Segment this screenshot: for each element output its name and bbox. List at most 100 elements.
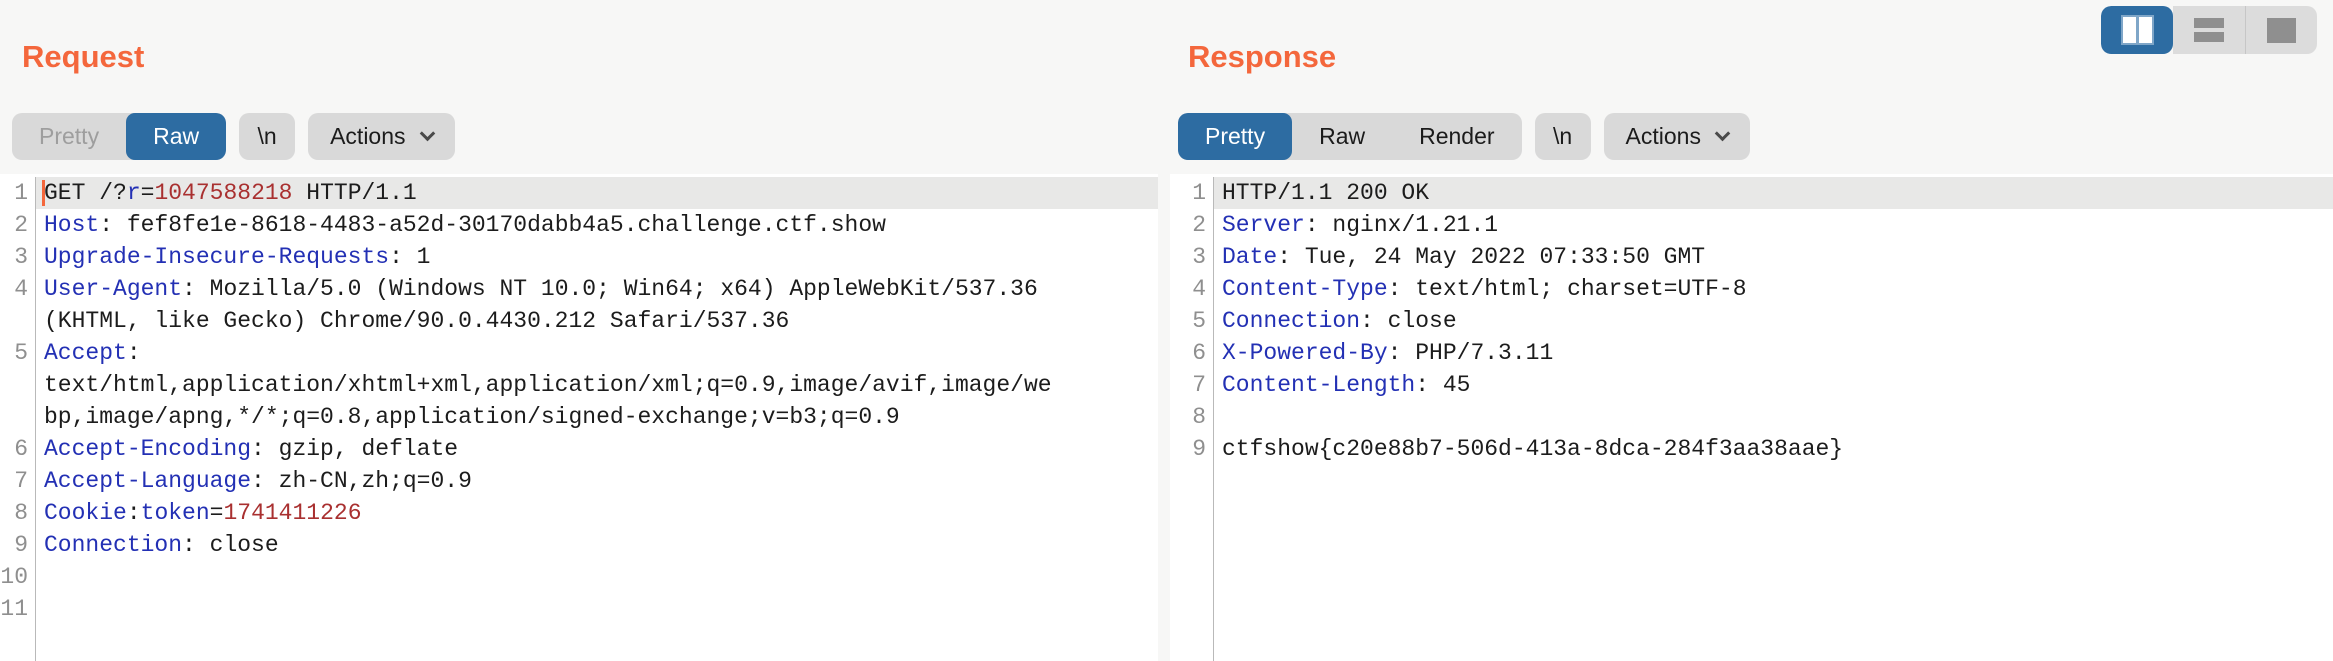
code-segment-value: 1741411226 — [223, 500, 362, 526]
layout-rows-button[interactable] — [2173, 6, 2245, 54]
editor-line[interactable]: ctfshow{c20e88b7-506d-413a-8dca-284f3aa3… — [1214, 433, 2333, 465]
code-segment-header: Date — [1222, 244, 1278, 270]
code-segment-text: : Tue, 24 May 2022 07:33:50 GMT — [1277, 244, 1706, 270]
code-segment-header: User-Agent — [44, 276, 183, 302]
request-newline-toggle-button[interactable]: \n — [239, 113, 296, 160]
line-number: 8 — [1192, 404, 1206, 430]
editor-line[interactable]: text/html,application/xhtml+xml,applicat… — [36, 369, 1158, 401]
code-segment-header: Server — [1222, 212, 1305, 238]
editor-line[interactable]: Accept-Encoding: gzip, deflate — [36, 433, 1158, 465]
editor-line[interactable]: (KHTML, like Gecko) Chrome/90.0.4430.212… — [36, 305, 1158, 337]
line-number: 8 — [14, 500, 28, 526]
code-segment-header: Upgrade-Insecure-Requests — [44, 244, 390, 270]
request-actions-button[interactable]: Actions — [308, 113, 455, 160]
line-number: 3 — [1192, 244, 1206, 270]
code-segment-header: Accept-Language — [44, 468, 252, 494]
code-segment-text: : close — [182, 532, 279, 558]
editor-line[interactable]: Connection: close — [36, 529, 1158, 561]
editor-line[interactable]: Content-Type: text/html; charset=UTF-8 — [1214, 273, 2333, 305]
line-number: 1 — [14, 180, 28, 206]
editor-line[interactable]: GET /?r=1047588218 HTTP/1.1 — [36, 177, 1158, 209]
editor-line[interactable]: bp,image/apng,*/*;q=0.8,application/sign… — [36, 401, 1158, 433]
line-number: 10 — [0, 564, 28, 590]
code-segment-text: HTTP/1.1 200 OK — [1222, 180, 1430, 206]
response-tab-raw[interactable]: Raw — [1292, 113, 1392, 160]
editor-line[interactable]: Date: Tue, 24 May 2022 07:33:50 GMT — [1214, 241, 2333, 273]
code-segment-param: token — [140, 500, 210, 526]
line-number: 4 — [14, 276, 28, 302]
response-tab-render[interactable]: Render — [1392, 113, 1521, 160]
columns-layout-icon — [2120, 15, 2154, 45]
code-segment-header: Content-Type — [1222, 276, 1388, 302]
layout-columns-button[interactable] — [2101, 6, 2173, 54]
code-segment-text: bp,image/apng,*/*;q=0.8,application/sign… — [44, 404, 900, 430]
text-caret — [42, 180, 45, 206]
line-number: 11 — [0, 596, 28, 622]
line-number: 2 — [1192, 212, 1206, 238]
editor-line[interactable]: Server: nginx/1.21.1 — [1214, 209, 2333, 241]
line-number: 9 — [14, 532, 28, 558]
editor-line[interactable]: User-Agent: Mozilla/5.0 (Windows NT 10.0… — [36, 273, 1158, 305]
code-segment-header: Accept — [44, 340, 127, 366]
code-segment-header: Accept-Encoding — [44, 436, 252, 462]
response-panel-title: Response — [1188, 39, 1337, 74]
editor-line[interactable]: Connection: close — [1214, 305, 2333, 337]
code-segment-header: Cookie — [44, 500, 127, 526]
editor-line[interactable] — [1214, 401, 2333, 433]
editor-line[interactable]: X-Powered-By: PHP/7.3.11 — [1214, 337, 2333, 369]
code-segment-text: : — [126, 340, 141, 366]
line-number: 1 — [1192, 180, 1206, 206]
code-segment-text: ctfshow{c20e88b7-506d-413a-8dca-284f3aa3… — [1222, 436, 1844, 462]
line-number: 6 — [1192, 340, 1206, 366]
code-segment-header: Connection — [1222, 308, 1361, 334]
editor-line[interactable]: Accept: — [36, 337, 1158, 369]
editor-line[interactable]: Upgrade-Insecure-Requests: 1 — [36, 241, 1158, 273]
editor-line[interactable] — [36, 561, 1158, 593]
code-segment-header: X-Powered-By — [1222, 340, 1388, 366]
request-tab-raw[interactable]: Raw — [126, 113, 227, 160]
editor-line[interactable]: Host: fef8fe1e-8618-4483-a52d-30170dabb4… — [36, 209, 1158, 241]
code-segment-text: (KHTML, like Gecko) Chrome/90.0.4430.212… — [44, 308, 790, 334]
line-number: 5 — [14, 340, 28, 366]
request-tab-pretty[interactable]: Pretty — [12, 113, 126, 160]
response-tab-pretty[interactable]: Pretty — [1178, 113, 1293, 160]
line-number — [0, 305, 35, 337]
code-segment-text: : PHP/7.3.11 — [1387, 340, 1554, 366]
editor-line[interactable]: HTTP/1.1 200 OK — [1214, 177, 2333, 209]
code-segment-text: : zh-CN,zh;q=0.9 — [251, 468, 472, 494]
editor-line[interactable]: Cookie:token=1741411226 — [36, 497, 1158, 529]
chevron-down-icon — [419, 125, 435, 142]
code-segment-param: r — [126, 180, 141, 206]
layout-toggle-group — [2101, 6, 2317, 54]
line-number: 9 — [1192, 436, 1206, 462]
request-actions-label: Actions — [330, 123, 406, 149]
editor-line[interactable]: Content-Length: 45 — [1214, 369, 2333, 401]
editor-line[interactable] — [36, 593, 1158, 625]
line-number: 7 — [1192, 372, 1206, 398]
response-newline-toggle-button[interactable]: \n — [1534, 113, 1591, 160]
editor-line[interactable]: Accept-Language: zh-CN,zh;q=0.9 — [36, 465, 1158, 497]
code-segment-text: : gzip, deflate — [251, 436, 459, 462]
code-segment-text: = — [209, 500, 224, 526]
request-panel-title: Request — [22, 39, 145, 74]
code-segment-text: = — [140, 180, 155, 206]
code-segment-header: Connection — [44, 532, 183, 558]
code-segment-header: Content-Length — [1222, 372, 1416, 398]
code-segment-text: HTTP/1.1 — [292, 180, 417, 206]
code-segment-text: : — [126, 500, 141, 526]
response-actions-button[interactable]: Actions — [1603, 113, 1750, 160]
code-segment-text: GET /? — [44, 180, 127, 206]
code-segment-text: : Mozilla/5.0 (Windows NT 10.0; Win64; x… — [182, 276, 1038, 302]
layout-single-button[interactable] — [2245, 6, 2317, 54]
